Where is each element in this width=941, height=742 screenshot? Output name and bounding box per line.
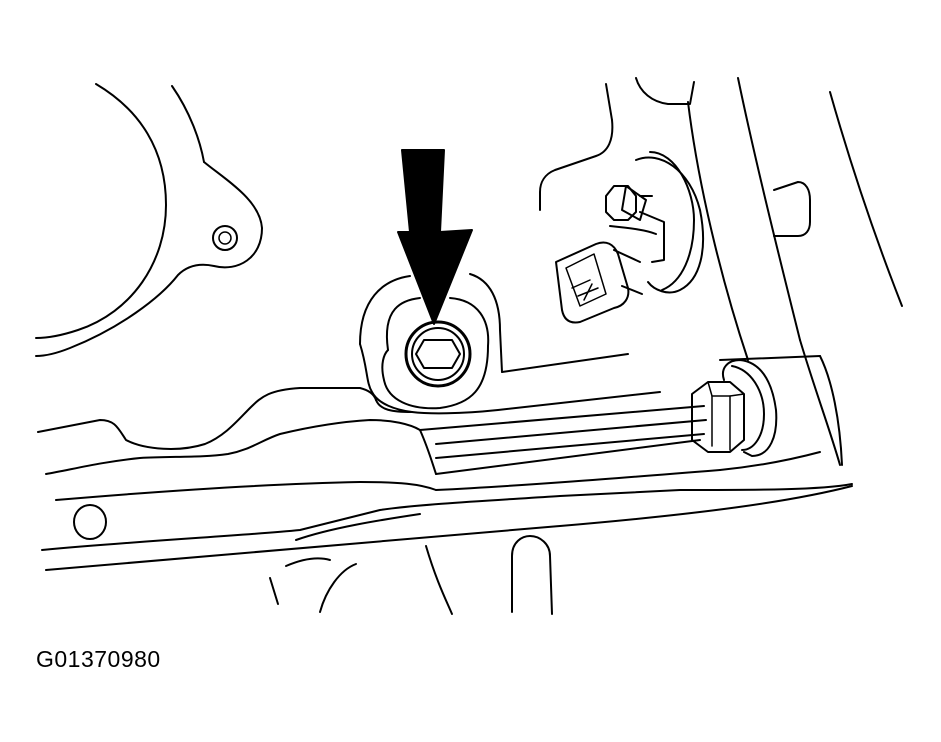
flange-bolt-icon xyxy=(691,359,778,457)
sensor-assembly xyxy=(605,151,704,294)
hex-drain-plug-icon xyxy=(404,320,472,388)
oil-pan-rail xyxy=(37,387,853,571)
arrow-down-icon xyxy=(397,149,473,325)
housing-edges xyxy=(501,77,903,466)
lower-supports xyxy=(269,535,553,615)
electrical-connector-icon xyxy=(555,241,643,324)
timing-cover-outline xyxy=(35,83,263,357)
rail-hole-icon xyxy=(73,504,107,540)
plug-boss xyxy=(359,273,503,413)
figure-id-label: G01370980 xyxy=(36,646,161,672)
cover-bolt-icon xyxy=(212,225,238,251)
stud-icon xyxy=(773,181,811,237)
